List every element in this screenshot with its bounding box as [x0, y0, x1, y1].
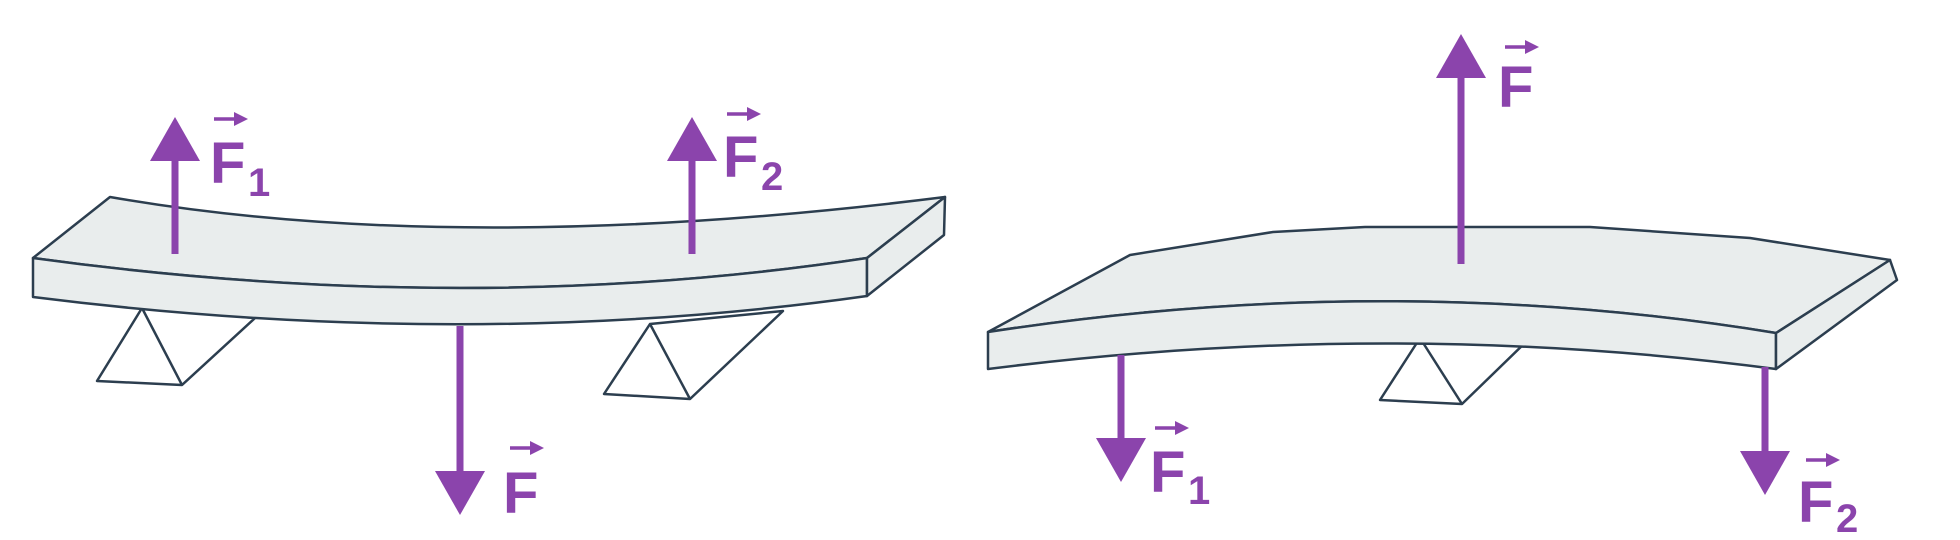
right-force-f-arrow [1436, 34, 1486, 264]
right-force-f1-arrow [1096, 355, 1146, 482]
svg-text:F: F [210, 131, 245, 196]
left-force-f2-arrow [667, 117, 717, 254]
right-support [1378, 336, 1530, 406]
left-beam-end-face [865, 195, 947, 298]
svg-text:2: 2 [761, 155, 783, 199]
left-force-f-arrow [435, 326, 485, 515]
left-diagram: F 1 F 2 F [31, 107, 947, 526]
svg-text:F: F [723, 125, 758, 190]
svg-text:1: 1 [1188, 469, 1210, 513]
right-beam-end-face [1774, 258, 1899, 371]
left-support-1 [95, 306, 257, 387]
right-force-f1-label: F 1 [1150, 421, 1210, 513]
svg-text:1: 1 [248, 161, 270, 205]
right-beam [986, 225, 1899, 371]
left-force-f2-label: F 2 [723, 107, 783, 199]
svg-text:F: F [1150, 440, 1185, 505]
svg-text:F: F [1498, 55, 1533, 120]
left-force-f-label: F [503, 441, 544, 526]
svg-text:2: 2 [1836, 497, 1858, 540]
svg-text:F: F [1798, 470, 1833, 535]
right-force-f2-arrow [1740, 367, 1790, 495]
right-force-f2-label: F 2 [1798, 453, 1858, 540]
right-force-f-label: F [1498, 40, 1539, 120]
left-force-f1-arrow [150, 117, 200, 254]
svg-text:F: F [503, 461, 538, 526]
left-support-2 [602, 309, 785, 401]
left-beam [31, 195, 947, 326]
right-diagram: F F 1 F 2 [986, 34, 1899, 540]
left-force-f1-label: F 1 [210, 112, 270, 205]
